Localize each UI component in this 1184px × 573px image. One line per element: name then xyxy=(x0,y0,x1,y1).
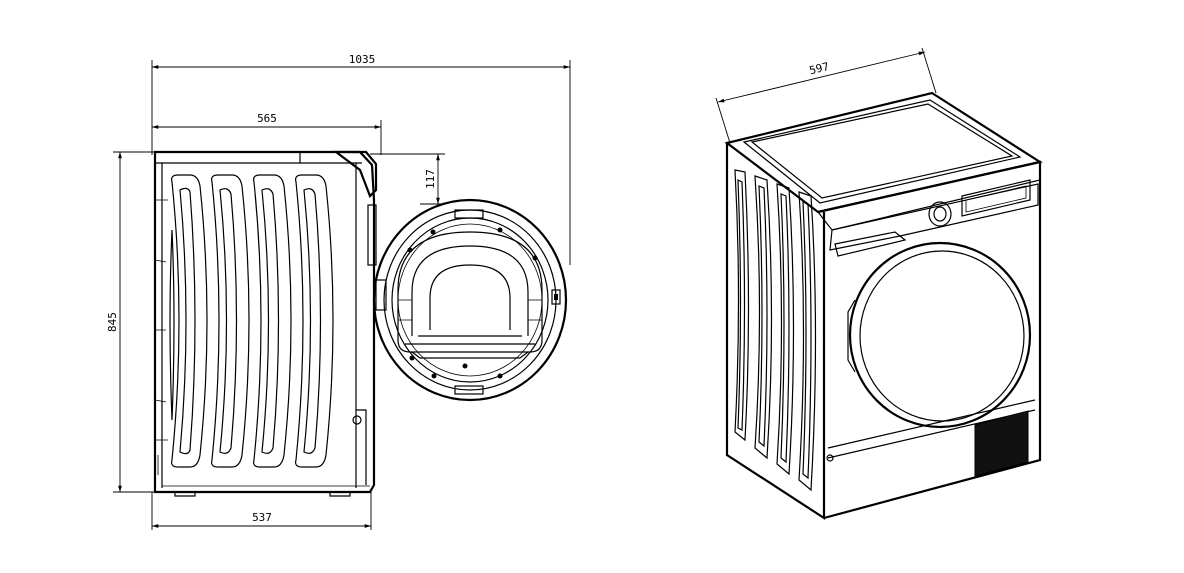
dim-label-width: 597 xyxy=(808,60,830,77)
iso-display xyxy=(961,179,1031,217)
iso-detergent-drawer xyxy=(834,231,907,257)
side-feet xyxy=(174,492,351,497)
side-body-outline xyxy=(153,150,376,494)
side-control-panel xyxy=(332,150,378,198)
dim-label-height: 845 xyxy=(106,312,119,332)
iso-vent-grille xyxy=(974,410,1029,477)
iso-control-panel xyxy=(829,183,1039,251)
side-ribs xyxy=(169,174,334,468)
iso-side-ribs xyxy=(734,169,817,492)
dim-label-total-depth: 1035 xyxy=(349,53,376,66)
dim-label-door-offset: 117 xyxy=(424,169,437,189)
dim-label-body-depth: 565 xyxy=(257,112,277,125)
iso-door xyxy=(848,241,1032,429)
iso-program-knob xyxy=(928,201,952,227)
open-door xyxy=(372,198,568,402)
dim-label-base-depth: 537 xyxy=(252,511,272,524)
dimension-lines xyxy=(113,60,571,530)
iso-side-outline xyxy=(725,143,826,521)
isometric-view: 597 xyxy=(715,47,1043,521)
side-view: 1035 565 117 845 537 xyxy=(106,53,571,530)
